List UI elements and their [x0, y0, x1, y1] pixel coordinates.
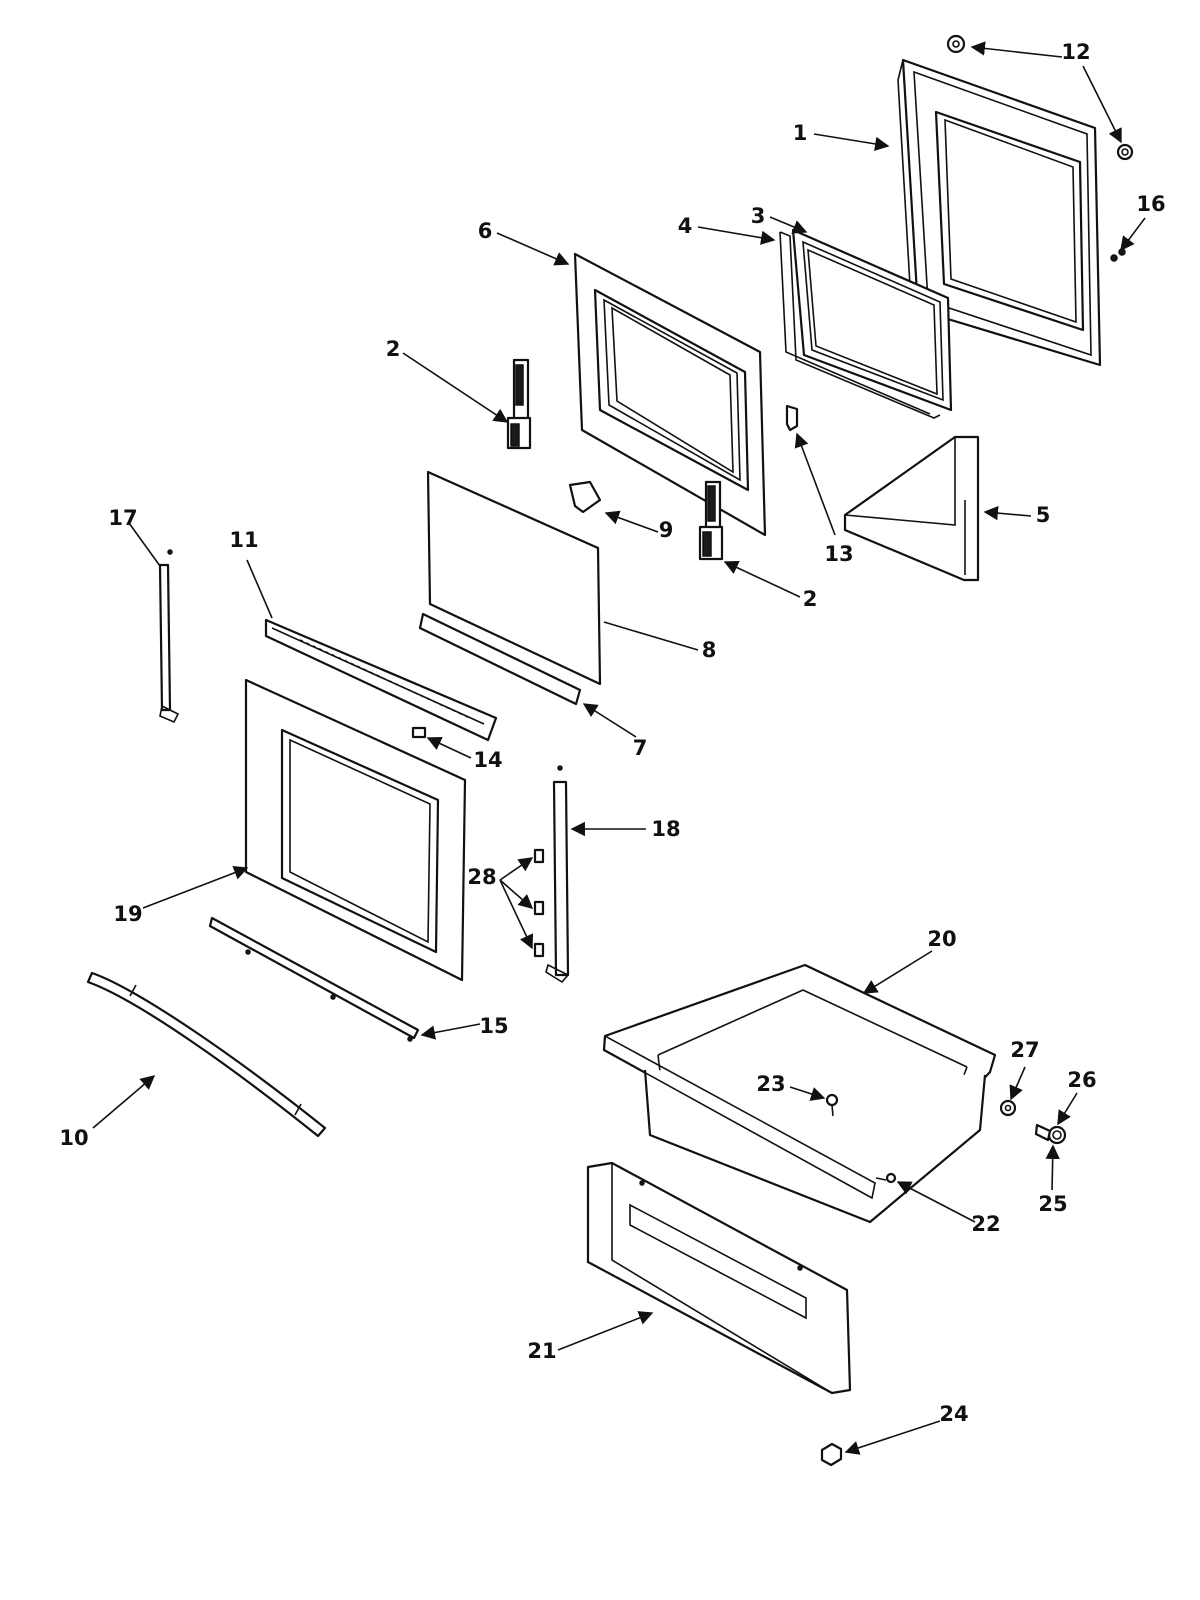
part-door-handle [86, 971, 327, 1138]
callout-1: 1 [793, 121, 808, 145]
part-door-clip [568, 480, 602, 514]
part-door-liner [779, 231, 941, 419]
callout-20: 20 [927, 927, 956, 951]
callout-27: 27 [1010, 1038, 1039, 1062]
leader-2b [723, 560, 801, 598]
callout-13: 13 [824, 542, 853, 566]
leader-28b [499, 879, 534, 909]
part-inner-door-panel [573, 252, 767, 537]
part-glass-pane [426, 470, 602, 686]
part-drawer-screw [825, 1093, 839, 1117]
callout-25: 25 [1038, 1192, 1067, 1216]
callout-24: 24 [939, 1402, 968, 1426]
callout-22: 22 [971, 1212, 1000, 1236]
leader-7 [582, 703, 637, 738]
callout-8: 8 [702, 638, 717, 662]
callout-11: 11 [229, 528, 258, 552]
part-window-frame [791, 228, 953, 412]
part-outer-door-panel [244, 678, 467, 982]
part-roller-stud [1034, 1123, 1052, 1142]
part-drawer-roller [1047, 1125, 1067, 1145]
callout-26: 26 [1067, 1068, 1096, 1092]
part-door-hinge-right [698, 480, 724, 561]
leader-8 [603, 621, 699, 651]
leader-1 [813, 133, 890, 152]
leader-16 [1120, 217, 1146, 252]
callout-10: 10 [59, 1126, 88, 1150]
part-outer-door-frame [897, 58, 1102, 367]
callout-9: 9 [659, 518, 674, 542]
leader-6 [496, 232, 570, 266]
callout-19: 19 [113, 902, 142, 926]
part-drawer-front-screw [875, 1172, 897, 1184]
part-fastener [1110, 248, 1126, 262]
leader-21 [557, 1311, 654, 1351]
callout-3: 3 [751, 204, 766, 228]
part-door-baffle [843, 435, 980, 582]
leader-25 [1045, 1144, 1060, 1191]
leader-23 [789, 1086, 826, 1101]
leader-10 [92, 1075, 156, 1129]
leader-12a [970, 41, 1063, 58]
part-door-hinge-left [506, 358, 532, 450]
leader-5 [983, 505, 1032, 521]
callout-7: 7 [633, 736, 648, 760]
part-vent-trim [264, 618, 498, 742]
leader-20 [862, 950, 933, 994]
callout-16: 16 [1136, 192, 1165, 216]
part-spacer-pads [533, 848, 545, 958]
callout-17: 17 [108, 506, 137, 530]
part-nut-lower [1116, 143, 1134, 161]
callout-14: 14 [473, 748, 502, 772]
callout-28: 28 [467, 865, 496, 889]
callout-12: 12 [1061, 40, 1090, 64]
leader-27 [1009, 1066, 1026, 1101]
part-lower-door-trim [208, 916, 420, 1042]
callout-4: 4 [678, 214, 693, 238]
callout-21: 21 [527, 1339, 556, 1363]
leader-24 [844, 1420, 941, 1455]
callout-18: 18 [651, 817, 680, 841]
part-drawer-glide [820, 1442, 843, 1467]
part-small-bracket [785, 404, 799, 432]
leader-22 [896, 1181, 976, 1223]
part-glass-channel [418, 612, 582, 706]
callout-2-lower: 2 [803, 587, 818, 611]
callout-2-upper: 2 [386, 337, 401, 361]
leader-lines [92, 41, 1146, 1455]
leader-17 [128, 522, 161, 567]
part-drawer-front-panel [586, 1161, 852, 1395]
leader-9 [604, 510, 659, 533]
part-side-trim-right [545, 765, 570, 984]
part-side-trim-left [158, 549, 180, 724]
part-door-tab [411, 726, 427, 739]
part-nut-upper [946, 34, 966, 54]
leader-12b [1082, 65, 1122, 144]
part-storage-drawer [602, 963, 997, 1224]
leader-15 [420, 1023, 481, 1040]
leader-19 [142, 865, 249, 909]
leader-28a [499, 857, 534, 881]
leader-4 [697, 226, 776, 245]
leader-3 [769, 216, 808, 234]
callout-labels: 1 12 16 3 4 6 2 2 13 5 9 8 7 11 17 14 18… [59, 40, 1165, 1426]
leader-11 [246, 559, 273, 619]
leader-2a [402, 352, 509, 423]
leader-28c [499, 879, 533, 950]
leader-26 [1057, 1092, 1078, 1126]
callout-6: 6 [478, 219, 493, 243]
callout-15: 15 [479, 1014, 508, 1038]
leader-13 [794, 432, 836, 536]
callout-5: 5 [1036, 503, 1051, 527]
part-drawer-nut [999, 1099, 1017, 1117]
callout-23: 23 [756, 1072, 785, 1096]
leader-14 [426, 736, 472, 759]
